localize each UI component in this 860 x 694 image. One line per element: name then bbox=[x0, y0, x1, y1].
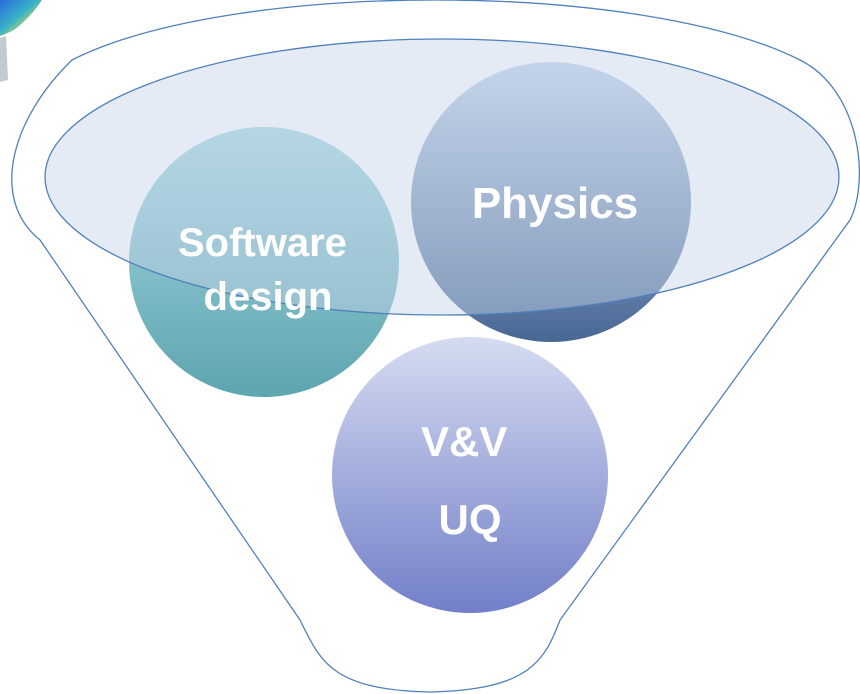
label-vv-line-1: V&V bbox=[421, 418, 507, 465]
label-software-design: Software design bbox=[178, 221, 358, 319]
partial-logo-icon bbox=[0, 0, 42, 82]
funnel-rim bbox=[44, 38, 840, 316]
circle-vv-uq bbox=[332, 337, 608, 613]
label-physics-line-1: Physics bbox=[472, 179, 638, 228]
label-vv-line-2: UQ bbox=[439, 496, 502, 543]
funnel-outline bbox=[11, 0, 860, 693]
label-software-line-1: Software bbox=[178, 221, 347, 265]
label-software-line-2: design bbox=[204, 275, 333, 319]
circle-physics bbox=[411, 62, 691, 342]
label-physics: Physics bbox=[472, 179, 638, 228]
label-vv-uq: V&V UQ bbox=[421, 418, 519, 543]
circle-software-design bbox=[129, 127, 399, 397]
